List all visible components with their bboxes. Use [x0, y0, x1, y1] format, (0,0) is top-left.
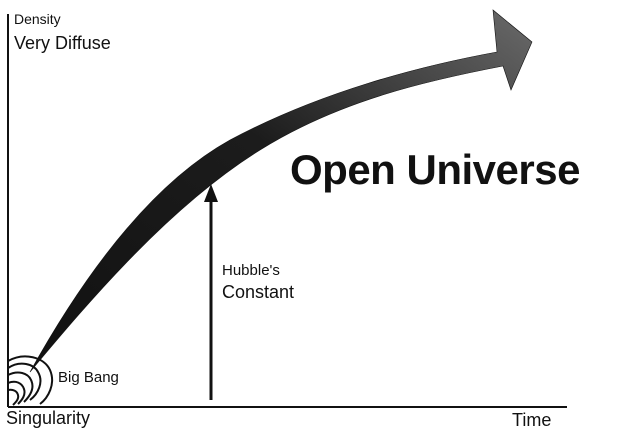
expansion-curve-arrow: [29, 9, 533, 373]
hubble-arrow-head: [204, 184, 218, 202]
hubble-label-line2: Constant: [222, 282, 295, 302]
hubble-label-line1: Hubble's: [222, 262, 280, 279]
big-bang-ripples: [7, 355, 54, 406]
y-axis-label: Density: [14, 11, 61, 27]
big-bang-label: Big Bang: [58, 369, 119, 386]
origin-label: Singularity: [6, 408, 91, 428]
y-axis-top-value: Very Diffuse: [14, 33, 111, 53]
x-axis-label: Time: [512, 410, 552, 430]
diagram-title: Open Universe: [290, 146, 580, 193]
